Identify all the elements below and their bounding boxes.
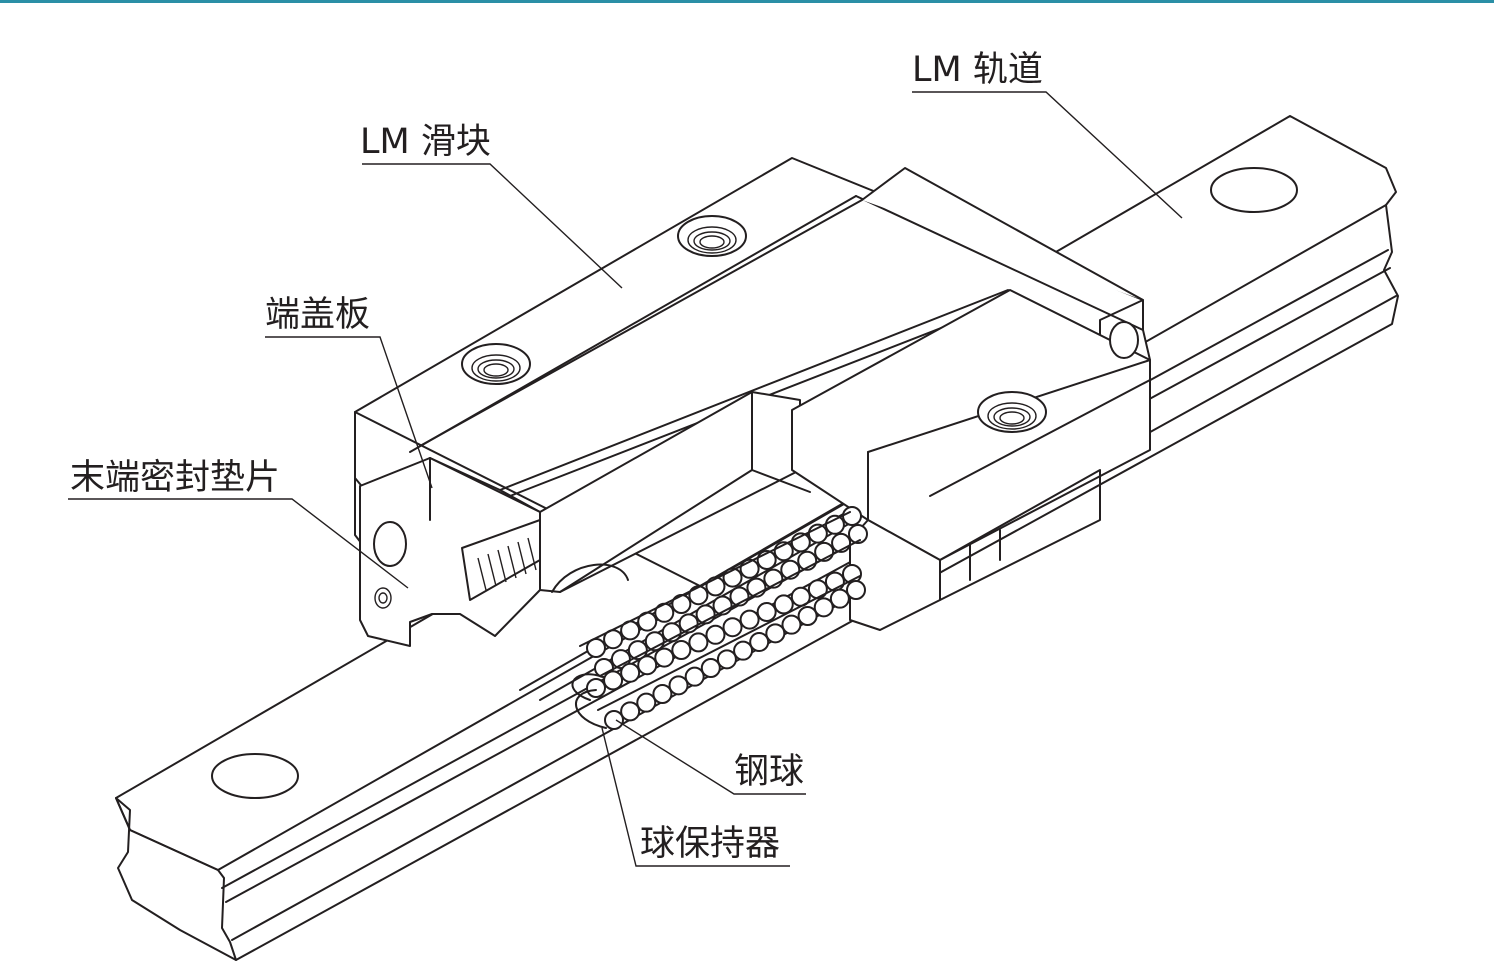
steel-ball: [671, 594, 692, 614]
label-lm-block: LM 滑块: [360, 122, 491, 162]
leader-lines: [68, 91, 1183, 867]
steel-ball: [846, 580, 866, 600]
lm-block: [354, 157, 1151, 647]
rail-mount-hole-far: [1210, 167, 1298, 213]
steel-ball: [671, 640, 692, 660]
steel-ball: [807, 579, 828, 600]
steel-ball: [620, 662, 641, 683]
block-tapped-hole-2: [461, 343, 531, 385]
steel-ball: [765, 623, 786, 644]
steel-ball: [688, 585, 709, 606]
steel-ball: [848, 524, 868, 544]
end-plate: [359, 457, 541, 647]
steel-ball: [797, 606, 818, 626]
label-end-plate: 端盖板: [265, 295, 371, 335]
steel-ball: [781, 614, 802, 635]
steel-ball: [722, 617, 743, 638]
steel-ball: [654, 647, 675, 668]
rail-mount-hole-near: [211, 753, 299, 799]
label-ball-retainer: 球保持器: [640, 824, 781, 864]
steel-ball: [813, 597, 834, 618]
steel-ball: [700, 658, 721, 678]
block-tapped-hole-1: [677, 215, 747, 257]
label-end-seal: 末端密封垫片: [70, 458, 281, 498]
steel-ball: [733, 640, 754, 661]
ball-retainer: [571, 511, 861, 729]
label-steel-ball: 钢球: [734, 752, 805, 792]
steel-ball: [705, 624, 726, 645]
steel-ball: [636, 692, 657, 713]
steel-ball: [637, 655, 658, 676]
top-accent-rule: [0, 0, 1494, 3]
block-tapped-hole-3: [977, 391, 1047, 433]
steel-ball: [773, 594, 794, 615]
label-lm-rail: LM 轨道: [912, 50, 1043, 90]
steel-ball: [620, 701, 641, 722]
steel-ball: [705, 576, 726, 597]
steel-ball: [716, 649, 737, 670]
steel-ball: [739, 609, 760, 630]
steel-ball: [668, 675, 689, 696]
steel-ball: [749, 632, 770, 652]
end-plate-hole: [373, 521, 407, 567]
steel-ball: [684, 666, 705, 687]
steel-ball: [603, 670, 624, 691]
steel-balls: [586, 506, 868, 730]
steel-ball: [756, 602, 777, 622]
steel-ball: [829, 588, 850, 609]
steel-ball: [586, 678, 606, 698]
steel-ball: [604, 710, 624, 730]
steel-ball: [688, 632, 709, 653]
steel-ball: [652, 684, 673, 704]
steel-ball: [842, 506, 862, 526]
